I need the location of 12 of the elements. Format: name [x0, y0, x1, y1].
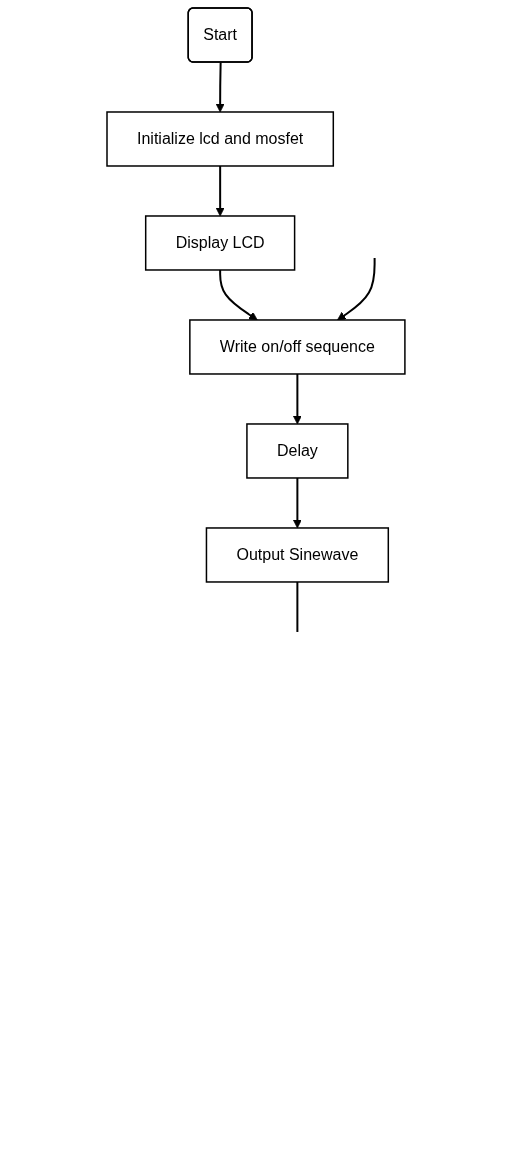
arrow	[292, 477, 302, 529]
node-box: Delay	[245, 423, 349, 479]
node-box: Display LCD	[144, 215, 295, 271]
arrow	[336, 257, 376, 321]
arrow	[215, 165, 225, 217]
arrow	[215, 61, 225, 113]
node-box: Write on/off sequence	[188, 319, 406, 375]
arrow	[218, 269, 258, 321]
connector	[295, 580, 298, 633]
node-box: Output Sinewave	[205, 527, 389, 583]
node-box: Initialize lcd and mosfet	[105, 111, 334, 167]
arrow	[292, 373, 302, 425]
